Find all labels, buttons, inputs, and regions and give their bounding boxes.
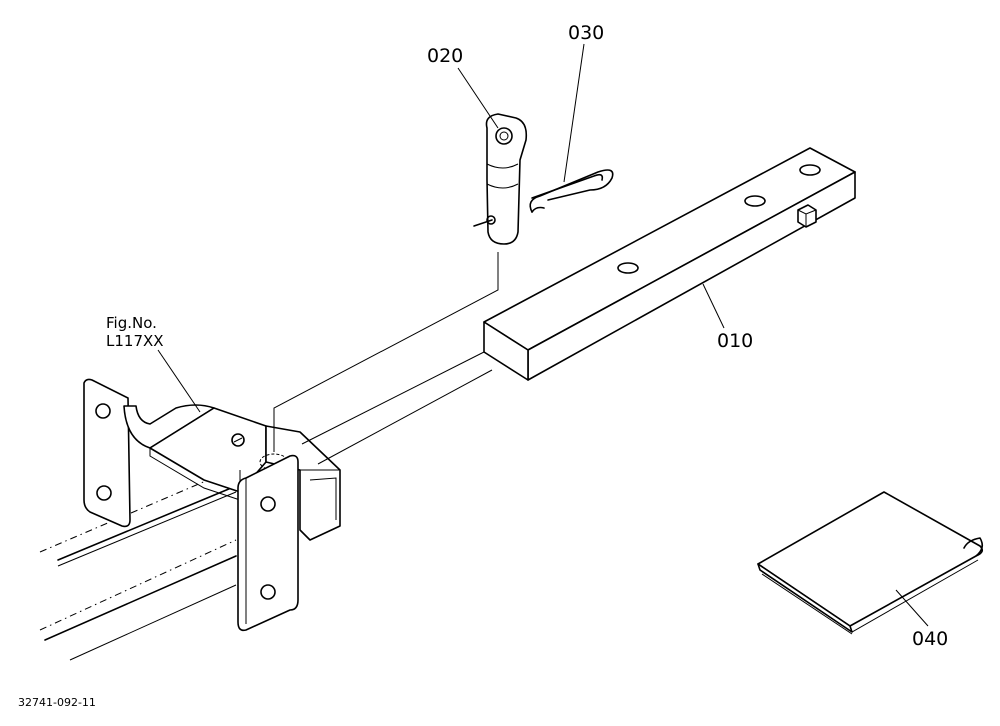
label-040: 040 bbox=[912, 628, 948, 650]
front-mounting-plate bbox=[237, 454, 299, 632]
label-030: 030 bbox=[568, 22, 604, 44]
back-mounting-plate bbox=[83, 378, 131, 528]
leader-lines bbox=[157, 43, 929, 627]
figref-line-1: Fig.No. bbox=[106, 314, 157, 332]
part-040-manual bbox=[757, 491, 984, 635]
frame-rails bbox=[39, 467, 237, 661]
hitch-bracket bbox=[83, 378, 341, 632]
label-020: 020 bbox=[427, 45, 463, 67]
drawing-code: 32741-092-11 bbox=[18, 696, 96, 709]
label-010: 010 bbox=[717, 330, 753, 352]
figref-line-2: L117XX bbox=[106, 332, 164, 350]
part-030-hair-pin bbox=[529, 169, 614, 213]
part-020-clevis-pin bbox=[473, 113, 528, 245]
part-010-drawbar bbox=[483, 147, 856, 381]
